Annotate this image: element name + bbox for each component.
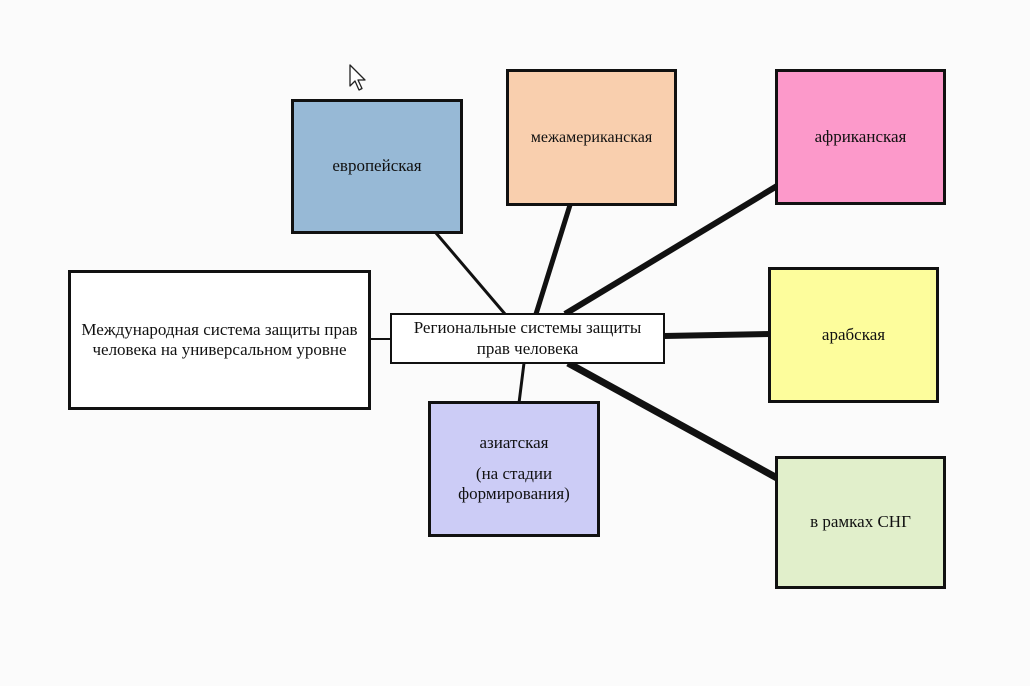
region-box-european: европейская bbox=[291, 99, 463, 234]
regional-systems-label: Региональные системы защиты прав человек… bbox=[413, 318, 642, 358]
universal-system-box: Международная система защиты прав челове… bbox=[68, 270, 371, 410]
region-label: в рамках СНГ bbox=[810, 512, 911, 532]
region-label: азиатская bbox=[479, 433, 549, 453]
region-sublabel: (на стадии формирования) bbox=[458, 463, 570, 504]
connector-asian bbox=[517, 362, 526, 404]
region-box-cis: в рамках СНГ bbox=[775, 456, 946, 589]
region-box-interamerican: межамериканская bbox=[506, 69, 677, 206]
region-box-arab: арабская bbox=[768, 267, 939, 403]
regional-systems-box: Региональные системы защиты прав человек… bbox=[390, 313, 665, 364]
connector-interamerican bbox=[533, 204, 573, 315]
region-label: африканская bbox=[814, 126, 907, 146]
connector-european bbox=[434, 232, 507, 315]
mouse-pointer-icon bbox=[349, 64, 366, 91]
region-label: европейская bbox=[332, 156, 422, 176]
universal-system-label: Международная система защиты прав челове… bbox=[81, 319, 358, 359]
region-box-african: африканская bbox=[775, 69, 946, 205]
region-box-asian: азиатская (на стадии формирования) bbox=[428, 401, 600, 537]
region-label: межамериканская bbox=[530, 128, 653, 146]
connector-arab bbox=[663, 331, 771, 339]
connector-african bbox=[563, 183, 779, 317]
connector-cis bbox=[566, 359, 779, 482]
region-label: арабская bbox=[821, 324, 886, 344]
